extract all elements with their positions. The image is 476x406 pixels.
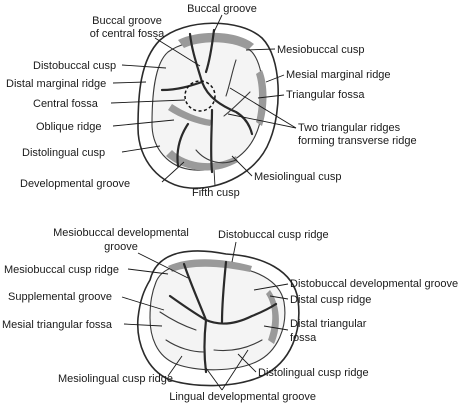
leader-fifth-cusp (213, 169, 216, 187)
label-buccal-groove-central-2: of central fossa (90, 28, 165, 40)
leader-mesiobuccal-dev (137, 252, 189, 279)
leader-two-triangular-a (229, 87, 297, 129)
top-buccal-ridge-shade (178, 32, 254, 50)
bottom-tooth (136, 250, 300, 387)
bottom-distobuccal-groove (220, 260, 228, 324)
top-labels: Buccal groove Buccal groove of central f… (6, 3, 417, 199)
leader-triangular-fossa (257, 94, 285, 99)
leader-supplemental-groove (121, 296, 165, 311)
leader-central-fossa (110, 99, 186, 104)
bottom-mesial-ridge-line (165, 339, 205, 353)
top-triangular-ridge-1 (225, 59, 237, 97)
top-fifth-cusp-line (195, 149, 237, 164)
label-mesiolingual-cusp: Mesiolingual cusp (254, 171, 341, 183)
bottom-supplemental-groove (159, 311, 197, 331)
top-oblique-groove (176, 122, 190, 168)
label-fifth-cusp: Fifth cusp (192, 187, 240, 199)
label-distolingual-cusp-ridge: Distolingual cusp ridge (258, 367, 369, 379)
leader-distobuccal-cusp-ridge (231, 241, 237, 263)
bottom-central-groove (168, 294, 278, 325)
top-triangular-ridge-2 (223, 91, 251, 117)
label-triangular-fossa: Triangular fossa (286, 89, 365, 101)
leader-distal-marginal-ridge (112, 81, 147, 84)
label-distobuccal-dev-groove: Distobuccal developmental groove (290, 278, 458, 290)
leader-distolingual-cusp-ridge (237, 353, 257, 373)
label-lingual-dev-groove: Lingual developmental groove (169, 391, 316, 403)
label-distobuccal-cusp-ridge: Distobuccal cusp ridge (218, 229, 329, 241)
label-buccal-groove-central-1: Buccal groove (92, 15, 162, 27)
label-two-triangular-2: forming transverse ridge (298, 135, 417, 147)
label-mesiobuccal-dev-1: Mesiobuccal developmental (53, 227, 189, 239)
leader-mesial-triangular-fossa (123, 323, 163, 327)
label-buccal-groove: Buccal groove (187, 3, 257, 15)
leader-mesiobuccal-cusp (245, 48, 276, 51)
leader-lingual-dev-groove-b (221, 349, 249, 391)
label-mesiobuccal-cusp: Mesiobuccal cusp (277, 44, 364, 56)
label-central-fossa: Central fossa (33, 98, 99, 110)
leader-buccal-groove (213, 14, 223, 33)
label-mesiobuccal-cusp-ridge: Mesiobuccal cusp ridge (4, 264, 119, 276)
label-mesiolingual-cusp-ridge: Mesiolingual cusp ridge (58, 373, 173, 385)
leader-buccal-groove-central (154, 37, 201, 67)
label-distobuccal-cusp: Distobuccal cusp (33, 60, 116, 72)
top-distal-groove (160, 80, 204, 92)
label-distal-marginal-ridge: Distal marginal ridge (6, 78, 106, 90)
central-fossa-circle (184, 80, 216, 112)
leader-developmental-groove (161, 161, 185, 183)
label-mesiobuccal-dev-2: groove (104, 241, 138, 253)
bottom-lingual-groove (203, 318, 208, 374)
label-mesial-marginal-ridge: Mesial marginal ridge (286, 69, 391, 81)
leader-distolingual-cusp (121, 145, 161, 153)
label-oblique-ridge: Oblique ridge (36, 121, 101, 133)
top-buccal-groove (204, 28, 216, 74)
leader-distobuccal-dev-groove (253, 283, 289, 291)
bottom-mesiobuccal-groove (182, 262, 208, 322)
leader-mesiolingual-cusp-ridge (167, 355, 183, 377)
top-oblique-shade (168, 104, 212, 126)
top-central-groove (188, 32, 254, 136)
label-supplemental-groove: Supplemental groove (8, 291, 112, 303)
leader-mesiolingual-cusp (231, 155, 253, 177)
leader-mesial-marginal-ridge (265, 74, 285, 83)
label-two-triangular-1: Two triangular ridges (298, 122, 401, 134)
bottom-tooth-occlusal-table (149, 263, 286, 371)
label-distal-cusp-ridge: Distal cusp ridge (290, 294, 371, 306)
top-lingual-shade (166, 150, 238, 171)
bottom-buccal-shade (168, 259, 252, 272)
label-mesial-triangular-fossa: Mesial triangular fossa (2, 319, 113, 331)
leader-distobuccal-cusp (121, 64, 167, 69)
leader-lingual-dev-groove-a (205, 367, 223, 391)
bottom-labels: Mesiobuccal developmental groove Distobu… (2, 227, 458, 403)
label-developmental-groove: Developmental groove (20, 178, 130, 190)
leader-two-triangular-b (227, 113, 297, 129)
label-distal-triangular-2: fossa (290, 332, 317, 344)
bottom-distolingual-ridge-line (213, 339, 263, 352)
label-distolingual-cusp: Distolingual cusp (22, 147, 105, 159)
leader-distal-triangular (263, 325, 289, 331)
leader-mesiobuccal-cusp-ridge (127, 268, 169, 275)
leader-oblique-ridge (112, 119, 175, 127)
leader-distal-cusp-ridge (269, 295, 289, 300)
top-tooth (137, 22, 279, 189)
label-distal-triangular-1: Distal triangular (290, 318, 367, 330)
top-lingual-groove (210, 108, 214, 174)
